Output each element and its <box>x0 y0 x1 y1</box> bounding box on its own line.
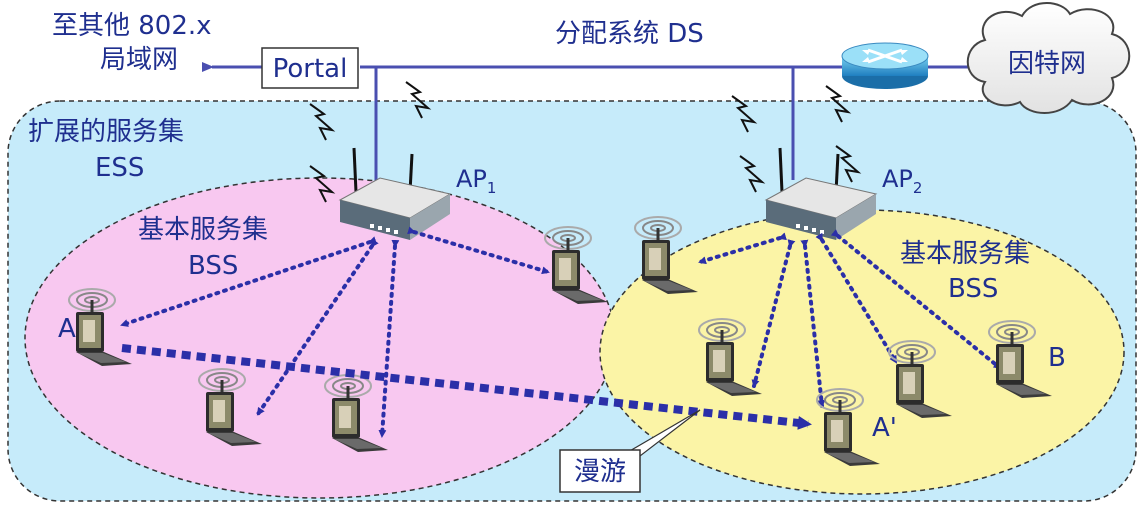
ap2-links <box>698 229 1002 408</box>
ess-label-line2: ESS <box>95 153 144 183</box>
bss-right-region <box>599 209 1125 495</box>
bss-left-region <box>24 177 616 499</box>
station-b-label: B <box>1048 343 1066 373</box>
roaming-callout <box>559 409 701 493</box>
bss-right-label-line1: 基本服务集 <box>900 239 1030 269</box>
ds-label: 分配系统 DS <box>555 19 704 49</box>
router-icon <box>841 42 929 89</box>
bss-left-label-line2: BSS <box>188 251 238 281</box>
portal-label: Portal <box>273 54 348 84</box>
portal-box <box>261 47 359 89</box>
bss-left-label-line1: 基本服务集 <box>138 215 268 245</box>
roaming-arrow <box>121 344 812 430</box>
ap2-label: AP2 <box>882 165 922 197</box>
ap1-links <box>120 226 550 438</box>
other-lan-label-line1: 至其他 802.x <box>52 11 212 41</box>
station-a-prime-label: A' <box>872 413 897 443</box>
station-a-label: A <box>58 314 76 344</box>
cloud-icon <box>966 2 1131 114</box>
ap1-label: AP1 <box>456 165 496 197</box>
other-lan-label-line2: 局域网 <box>100 45 178 75</box>
roaming-label: 漫游 <box>574 457 626 487</box>
internet-label: 因特网 <box>1008 49 1086 79</box>
ess-label-line1: 扩展的服务集 <box>28 117 184 147</box>
bss-right-label-line2: BSS <box>948 274 998 304</box>
